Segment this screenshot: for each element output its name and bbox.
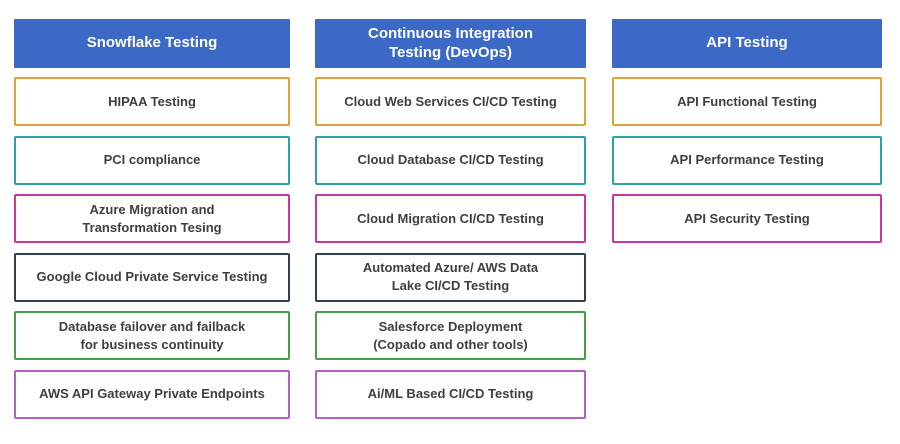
box-api-performance-testing: API Performance Testing xyxy=(612,135,882,185)
column-header-api-testing: API Testing xyxy=(612,19,882,68)
box-hipaa-testing: HIPAA Testing xyxy=(14,77,290,126)
box-aws-api-gateway-private-endpoints: AWS API Gateway Private Endpoints xyxy=(14,369,290,419)
box-cloud-web-services-cicd: Cloud Web Services CI/CD Testing xyxy=(315,77,586,126)
column-api-testing: API Testing API Functional Testing API P… xyxy=(612,19,882,253)
box-ai-ml-based-cicd: Ai/ML Based CI/CD Testing xyxy=(315,369,586,419)
column-continuous-integration-testing: Continuous Integration Testing (DevOps) … xyxy=(315,19,586,428)
box-automated-azure-aws-data-lake-cicd: Automated Azure/ AWS Data Lake CI/CD Tes… xyxy=(315,252,586,302)
column-header-continuous-integration: Continuous Integration Testing (DevOps) xyxy=(315,19,586,68)
box-pci-compliance: PCI compliance xyxy=(14,135,290,185)
box-api-security-testing: API Security Testing xyxy=(612,194,882,243)
column-snowflake-testing: Snowflake Testing HIPAA Testing PCI comp… xyxy=(14,19,290,428)
column-header-snowflake-testing: Snowflake Testing xyxy=(14,19,290,68)
box-database-failover-failback: Database failover and failback for busin… xyxy=(14,311,290,360)
box-cloud-database-cicd: Cloud Database CI/CD Testing xyxy=(315,135,586,185)
box-salesforce-deployment-copado: Salesforce Deployment (Copado and other … xyxy=(315,311,586,360)
box-api-functional-testing: API Functional Testing xyxy=(612,77,882,126)
box-google-cloud-private-service: Google Cloud Private Service Testing xyxy=(14,252,290,302)
box-cloud-migration-cicd: Cloud Migration CI/CD Testing xyxy=(315,194,586,243)
box-azure-migration-transformation: Azure Migration and Transformation Tesin… xyxy=(14,194,290,243)
